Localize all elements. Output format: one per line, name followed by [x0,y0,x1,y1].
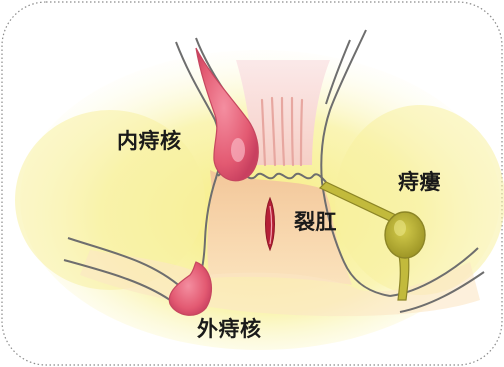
label-external-hemorrhoid: 外痔核 [197,319,262,340]
internal-hemorrhoid-highlight [231,138,245,162]
label-internal-hemorrhoid: 内痔核 [117,131,182,152]
anal-fistula-abscess [385,212,425,258]
label-anal-fissure: 裂肛 [294,212,337,233]
anal-fistula-highlight [394,220,406,236]
label-anal-fistula: 痔瘻 [398,172,441,193]
